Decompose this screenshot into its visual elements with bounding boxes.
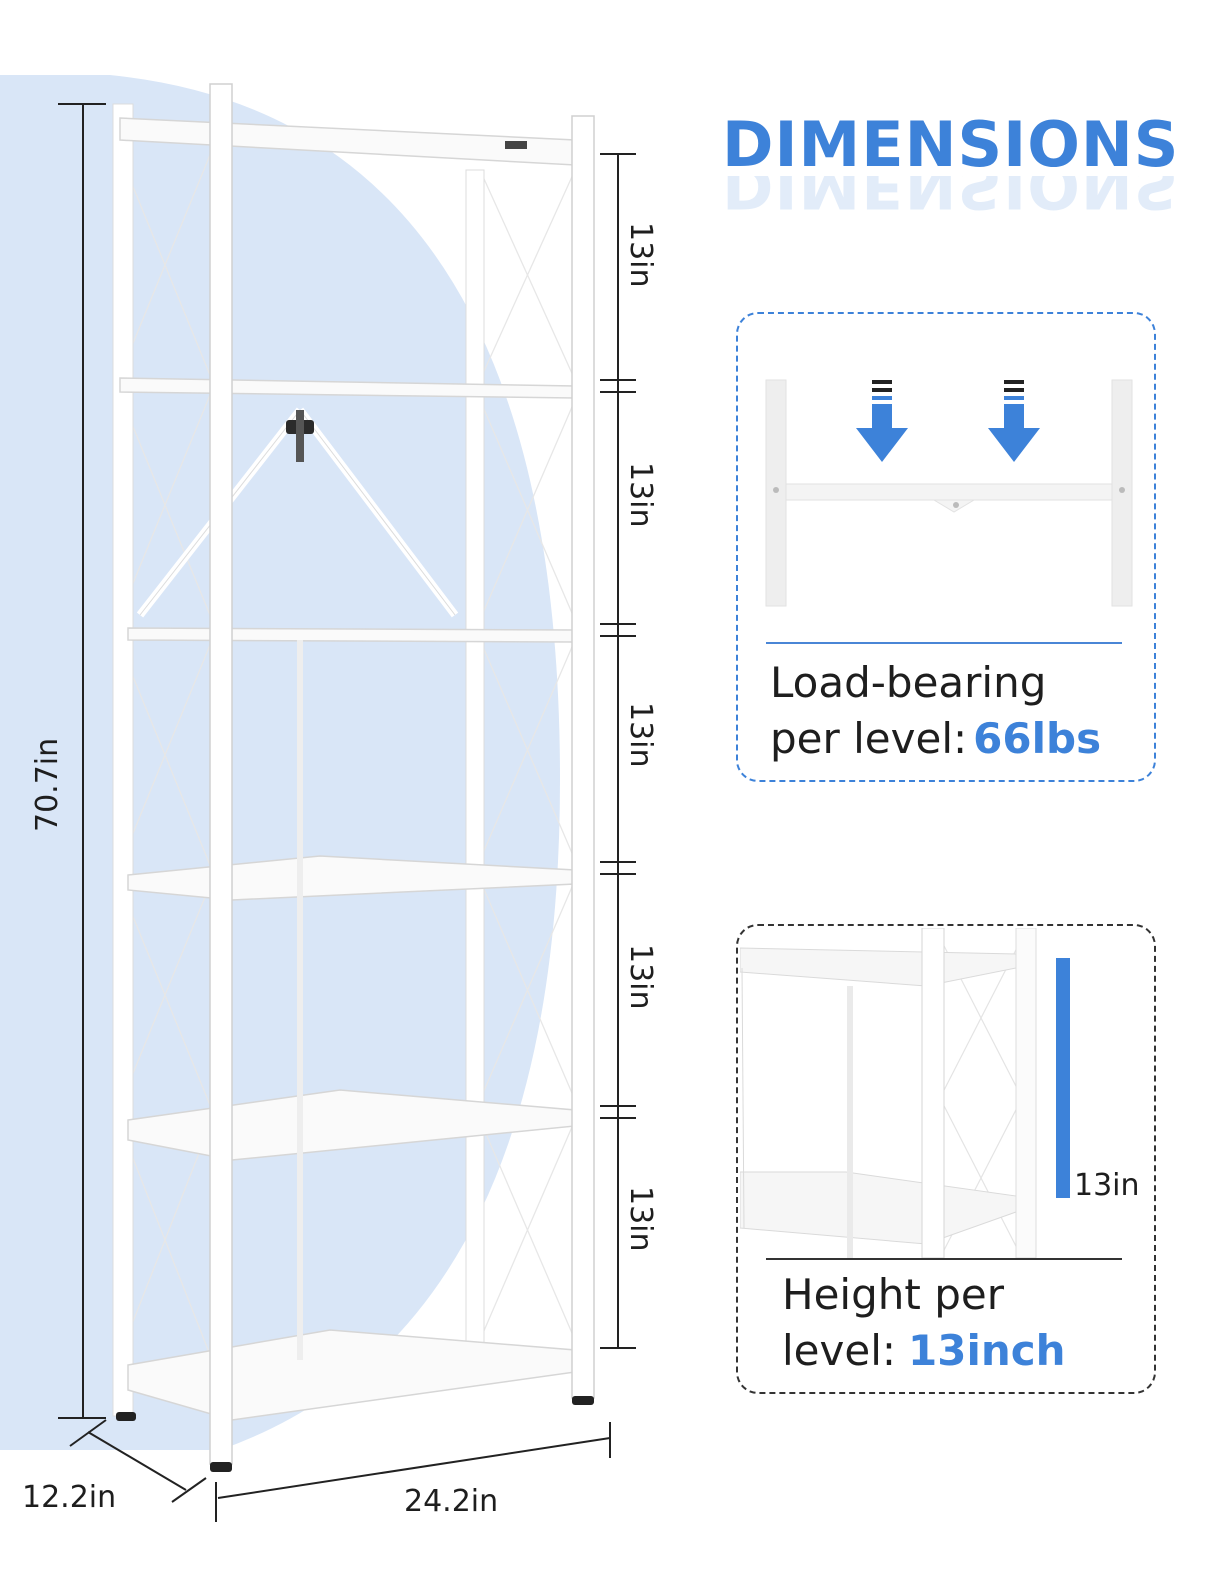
load-value: 66lbs bbox=[973, 714, 1102, 763]
level-gap-label-5: 13in bbox=[623, 1186, 658, 1252]
load-line-1: Load-bearing bbox=[770, 658, 1047, 707]
height-value: 13inch bbox=[908, 1326, 1066, 1375]
divider bbox=[766, 1258, 1122, 1260]
down-arrow-icon bbox=[988, 380, 1040, 462]
page-title: DIMENSIONS bbox=[722, 108, 1180, 181]
level-gap-label-1: 13in bbox=[623, 222, 658, 288]
width-label: 24.2in bbox=[404, 1484, 499, 1519]
level-gap-label-4: 13in bbox=[623, 944, 658, 1010]
depth-label: 12.2in bbox=[22, 1480, 117, 1515]
total-height-label: 70.7in bbox=[30, 737, 65, 832]
height-marker-label: 13in bbox=[1074, 1168, 1140, 1203]
load-diagram bbox=[765, 379, 1133, 607]
shelf-detail-image bbox=[740, 928, 1037, 1258]
title-reflection: DIMENSIONS bbox=[722, 176, 1180, 216]
down-arrow-icon bbox=[856, 380, 908, 462]
level-gap-label-3: 13in bbox=[623, 702, 658, 768]
divider bbox=[766, 642, 1122, 644]
height-line-2-prefix: level: bbox=[782, 1326, 897, 1375]
shelf-illustration bbox=[112, 83, 595, 1472]
load-bearing-panel: Load-bearing per level:66lbs bbox=[736, 312, 1156, 782]
height-line-2: level:13inch bbox=[782, 1324, 1066, 1378]
height-line-1: Height per bbox=[782, 1270, 1004, 1319]
dimension-lines bbox=[58, 103, 636, 1522]
level-gap-label-2: 13in bbox=[623, 462, 658, 528]
load-line-2-prefix: per level: bbox=[770, 714, 968, 763]
load-line-2: per level:66lbs bbox=[770, 712, 1101, 766]
height-per-level-panel: 13in Height per level:13inch bbox=[736, 924, 1156, 1394]
height-marker-bar bbox=[1056, 958, 1070, 1198]
